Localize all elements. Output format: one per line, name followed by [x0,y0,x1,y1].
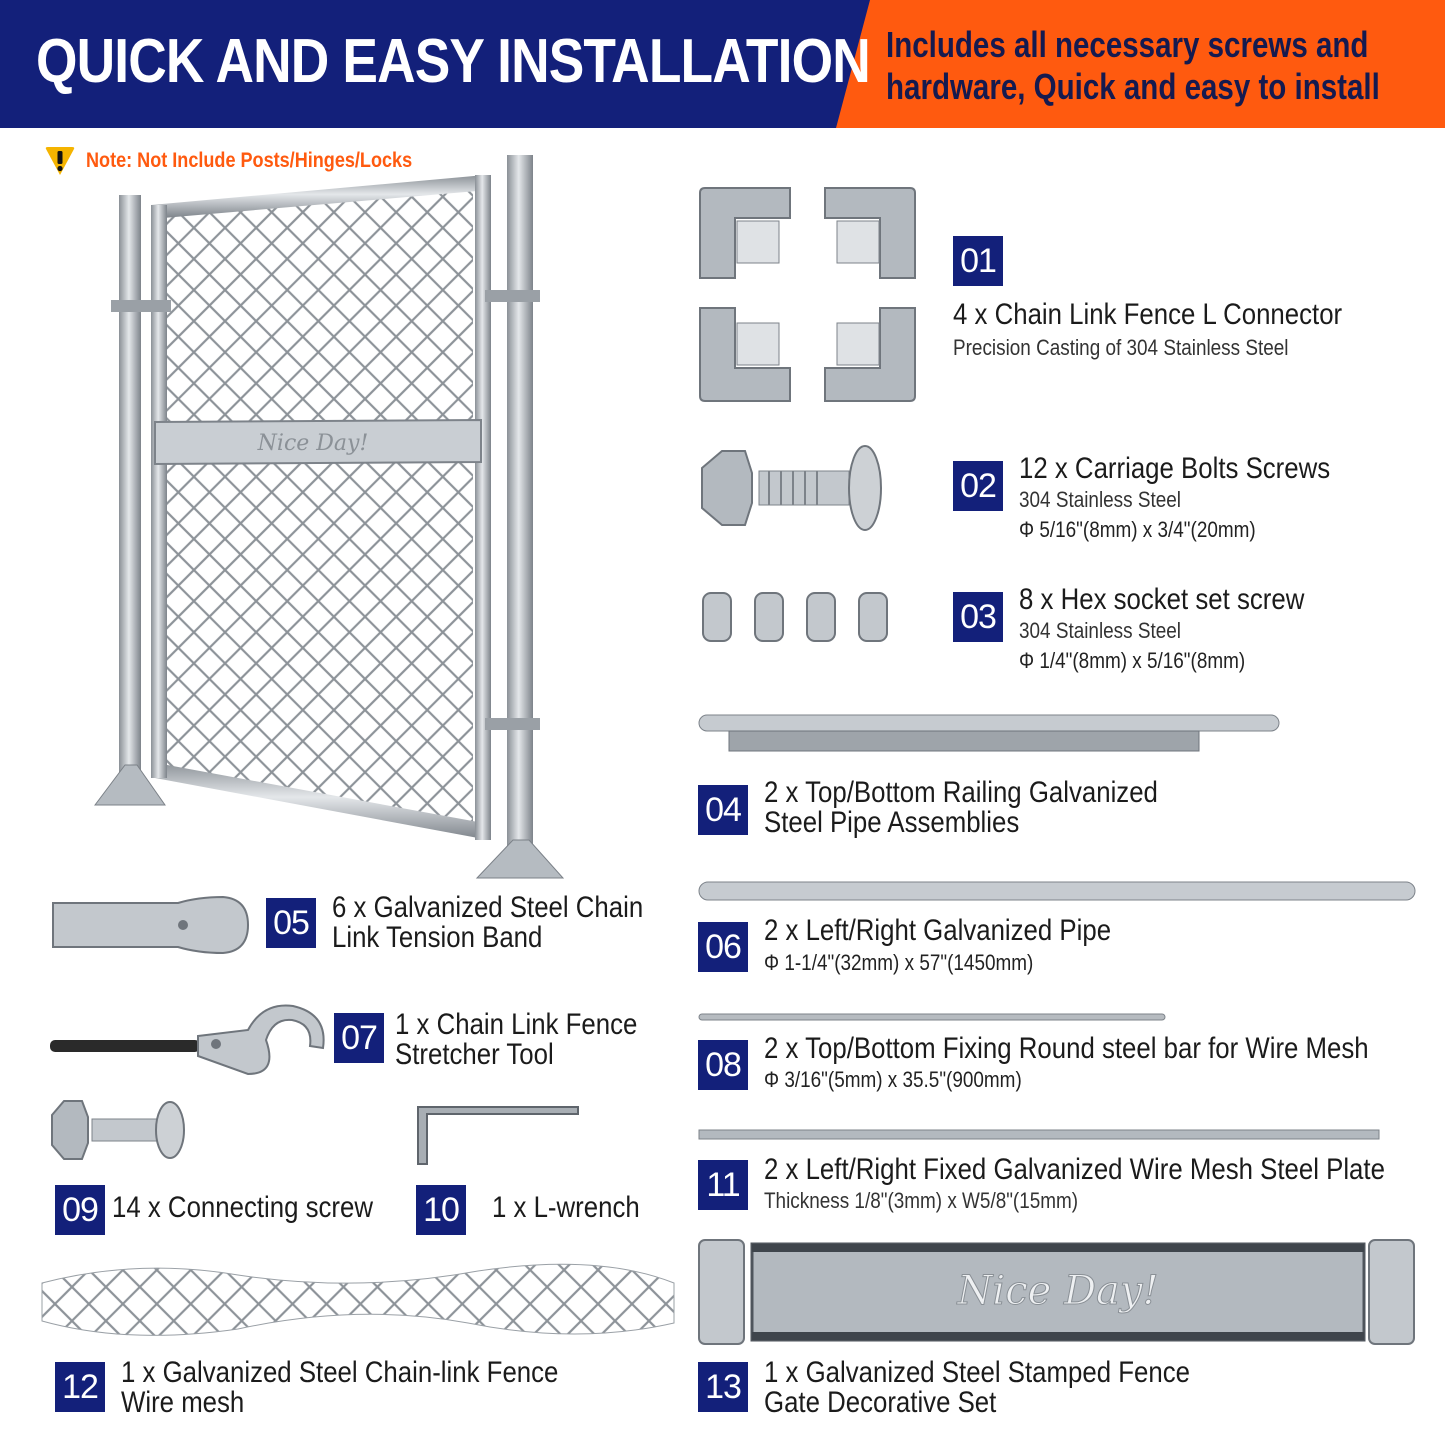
item-03-badge: 03 [953,592,1003,642]
item-09-title: 14 x Connecting screw [112,1191,374,1224]
gate-illustration: Nice Day! [94,155,565,879]
item-05-title-line2: Link Tension Band [332,921,543,954]
note-text: Note: Not Include Posts/Hinges/Locks [86,149,413,172]
item-09-badge: 09 [55,1185,105,1235]
item-10-badge: 10 [416,1185,466,1235]
page-title: QUICK AND EASY INSTALLATION [36,27,871,96]
note: Note: Not Include Posts/Hinges/Locks [44,146,465,176]
item-08-title: 2 x Top/Bottom Fixing Round steel bar fo… [764,1032,1369,1065]
item-03-dim: Φ 1/4"(8mm) x 5/16"(8mm) [1019,648,1246,673]
item-06-badge: 06 [698,922,748,972]
item-05-badge: 05 [266,898,316,948]
stretcher-tool-image [50,1004,325,1076]
connecting-screw-image [51,1100,185,1160]
item-06-dim: Φ 1-1/4"(32mm) x 57"(1450mm) [764,950,1034,975]
rail-assembly-image [698,714,1280,752]
header-subtitle: Includes all necessary screws and hardwa… [886,24,1394,108]
l-wrench-image [417,1106,579,1165]
item-10-title: 1 x L-wrench [492,1191,640,1224]
item-13-title-line2: Gate Decorative Set [764,1386,997,1419]
item-11-sub: Thickness 1/8"(3mm) x W5/8"(15mm) [764,1188,1079,1213]
item-04-badge: 04 [698,785,748,835]
item-06-title: 2 x Left/Right Galvanized Pipe [764,914,1112,947]
gate-branding: Nice Day! [257,431,369,456]
l-connector-image [699,187,916,402]
carriage-bolt-image [701,445,882,531]
item-07-title-line2: Stretcher Tool [395,1038,554,1071]
header-banner [0,0,870,128]
item-04-title-line2: Steel Pipe Assemblies [764,806,1020,839]
item-05-title-line1: 6 x Galvanized Steel Chain [332,891,644,924]
item-12-title-line1: 1 x Galvanized Steel Chain-link Fence [121,1356,559,1389]
item-08-dim: Φ 3/16"(5mm) x 35.5"(900mm) [764,1067,1022,1092]
item-07-badge: 07 [334,1013,384,1063]
tension-band-image [52,895,250,955]
item-12-title-line2: Wire mesh [121,1386,245,1419]
header-subtitle-line1: Includes all necessary screws and [886,24,1369,65]
pipe-image [698,881,1416,901]
item-02-dim: Φ 5/16"(8mm) x 3/4"(20mm) [1019,517,1256,542]
steel-plate-image [698,1129,1380,1140]
item-01-sub: Precision Casting of 304 Stainless Steel [953,335,1289,360]
item-12-badge: 12 [55,1362,105,1412]
item-13-title-line1: 1 x Galvanized Steel Stamped Fence [764,1356,1190,1389]
item-13-badge: 13 [698,1362,748,1412]
item-11-badge: 11 [698,1160,748,1210]
item-11-title: 2 x Left/Right Fixed Galvanized Wire Mes… [764,1153,1385,1186]
set-screws-image [702,592,888,642]
header-subtitle-line2: hardware, Quick and easy to install [886,66,1380,107]
decorative-branding: Nice Day! [956,1268,1158,1314]
item-04-title-line1: 2 x Top/Bottom Railing Galvanized [764,776,1158,809]
decorative-set-image: Nice Day! [698,1239,1415,1345]
item-08-badge: 08 [698,1040,748,1090]
item-02-badge: 02 [953,461,1003,511]
warning-icon [45,147,75,175]
wire-mesh-image [41,1263,675,1336]
item-03-sub: 304 Stainless Steel [1019,618,1181,643]
item-01-badge: 01 [953,236,1003,286]
header-accent [836,0,1445,128]
item-07-title-line1: 1 x Chain Link Fence [395,1008,638,1041]
item-02-title: 12 x Carriage Bolts Screws [1019,452,1331,485]
item-02-sub: 304 Stainless Steel [1019,487,1181,512]
round-bar-image [698,1013,1166,1021]
item-03-title: 8 x Hex socket set screw [1019,583,1305,616]
item-01-title: 4 x Chain Link Fence L Connector [953,298,1343,331]
